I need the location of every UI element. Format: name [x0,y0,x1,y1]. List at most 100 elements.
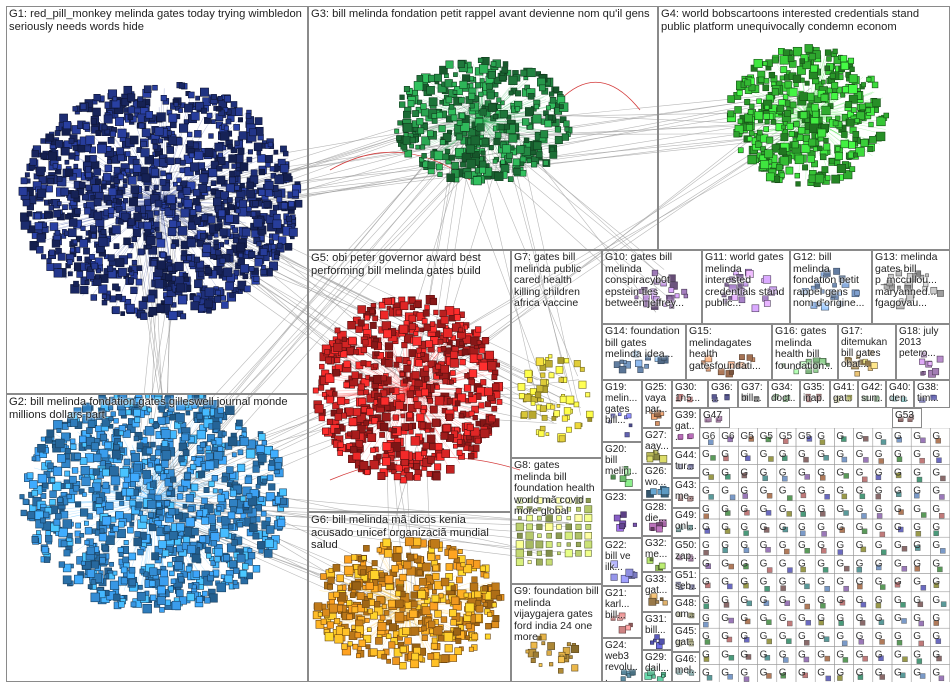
node-vertex [883,112,890,119]
node-vertex [448,154,455,161]
node-vertex [235,171,241,177]
cluster-edge [87,456,155,500]
node-vertex [118,267,127,277]
node-vertex [239,437,249,446]
cluster-nodes-g3 [394,56,573,186]
node-vertex [158,138,164,144]
cluster-edge [160,184,176,202]
node-vertex [346,346,355,355]
node-vertex [167,561,173,568]
node-vertex [420,409,426,415]
node-vertex [411,89,419,96]
node-vertex [424,304,430,310]
node-vertex [252,465,260,473]
node-vertex [242,563,249,570]
node-vertex [116,528,126,539]
node-vertex [412,110,419,117]
node-vertex [150,441,156,448]
node-vertex [179,159,186,166]
node-vertex [564,126,570,132]
node-vertex [147,499,157,509]
node-vertex [230,146,238,154]
node-vertex [218,488,223,494]
node-vertex [370,447,376,453]
node-vertex [79,533,85,538]
node-vertex [125,151,131,157]
cluster-edge [791,63,809,117]
node-vertex [154,227,160,232]
cluster-edge [407,579,479,605]
node-vertex [823,137,829,144]
node-vertex [150,259,158,267]
node-vertex [98,533,107,542]
node-vertex [231,539,238,546]
node-vertex [108,572,116,580]
node-vertex [232,227,239,234]
node-vertex [239,199,248,208]
cluster-nodes-g4 [726,44,890,188]
node-vertex [63,121,72,130]
node-vertex [70,438,76,444]
node-vertex [74,452,82,460]
node-vertex [72,145,79,151]
node-vertex [423,365,430,372]
node-vertex [853,152,858,158]
node-vertex [162,411,168,417]
cluster-edge [413,97,484,122]
cluster-label-g5: G5: obi peter governor award best perfor… [311,252,481,277]
node-vertex [200,87,209,97]
node-vertex [783,110,791,117]
node-vertex [202,590,208,597]
node-vertex [188,152,195,159]
node-vertex [191,584,197,590]
node-vertex [319,363,325,370]
node-vertex [814,174,825,184]
node-vertex [420,352,425,357]
node-vertex [227,436,238,447]
inter-cluster-edge [457,100,665,270]
node-vertex [521,118,530,126]
node-vertex [265,492,275,502]
node-vertex [227,511,236,520]
node-vertex [526,123,533,130]
node-vertex [174,561,183,570]
node-vertex [152,143,159,150]
node-vertex [325,373,335,383]
node-vertex [474,82,482,89]
node-vertex [417,99,423,105]
node-vertex [280,202,288,210]
node-vertex [288,227,298,237]
node-vertex [427,360,436,369]
node-vertex [225,281,235,291]
node-vertex [782,94,789,100]
node-vertex [436,163,443,171]
node-vertex [485,401,491,408]
node-vertex [834,151,843,161]
node-vertex [410,436,421,446]
cluster-panel-g5: G5: obi peter governor award best perfor… [308,250,511,512]
node-vertex [167,265,174,272]
node-vertex [204,460,215,470]
node-vertex [216,165,223,172]
node-vertex [154,268,164,278]
node-vertex [461,153,471,163]
node-vertex [116,189,123,196]
node-vertex [501,66,509,74]
node-vertex [35,519,45,529]
node-vertex [395,546,403,554]
node-vertex [353,349,359,355]
node-vertex [393,472,402,481]
node-vertex [160,170,166,177]
node-vertex [459,340,464,346]
node-vertex [749,103,755,109]
node-vertex [120,311,125,316]
node-vertex [440,431,449,440]
node-vertex [134,531,141,538]
node-vertex [443,328,453,338]
node-vertex [190,111,200,121]
node-vertex [111,450,121,459]
node-vertex [487,71,496,79]
node-vertex [348,336,357,345]
node-vertex [127,218,136,226]
node-vertex [535,151,543,159]
